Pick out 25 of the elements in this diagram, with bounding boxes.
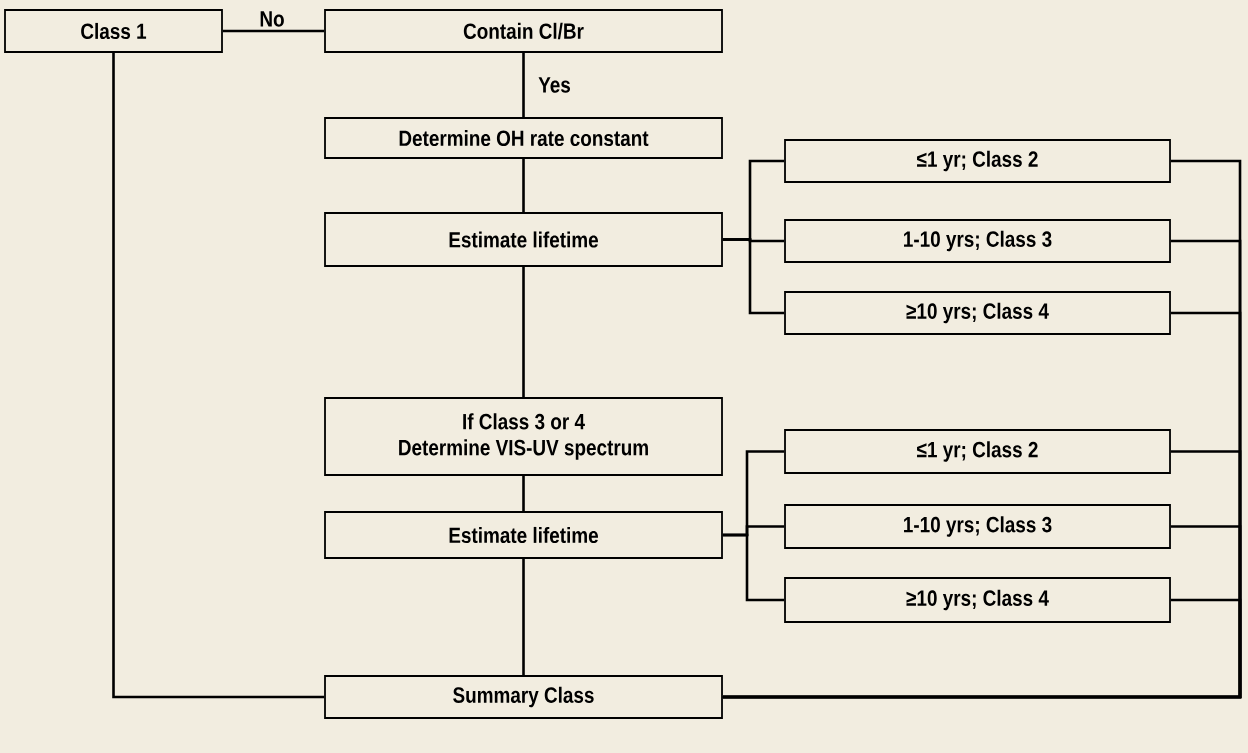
process-box: ≥10 yrs; Class 4 (784, 577, 1171, 623)
process-box: Estimate lifetime (324, 212, 723, 267)
connector-line (522, 52, 525, 118)
process-box: Class 1 (4, 9, 223, 53)
process-box: ≤1 yr; Class 2 (784, 139, 1171, 183)
connector-line (222, 29, 325, 33)
process-box: Estimate lifetime (324, 511, 723, 559)
connector-line (522, 475, 525, 512)
connector-line (522, 266, 525, 398)
process-box: ≥10 yrs; Class 4 (784, 291, 1171, 335)
connector-line (722, 238, 785, 315)
connector-line (522, 558, 525, 676)
process-box: Summary Class (324, 675, 723, 719)
edge-label: Yes (537, 76, 572, 94)
process-box: Determine OH rate constant (324, 117, 723, 159)
process-box: Contain Cl/Br (324, 9, 723, 53)
connector-line (112, 52, 325, 699)
process-box: If Class 3 or 4 Determine VIS-UV spectrum (324, 397, 723, 476)
connector-line (722, 533, 785, 602)
connector-line (522, 158, 525, 213)
process-box: ≤1 yr; Class 2 (784, 429, 1171, 474)
edge-label: No (258, 10, 286, 28)
connector-line (722, 598, 1242, 699)
process-box: 1-10 yrs; Class 3 (784, 219, 1171, 263)
process-box: 1-10 yrs; Class 3 (784, 504, 1171, 549)
